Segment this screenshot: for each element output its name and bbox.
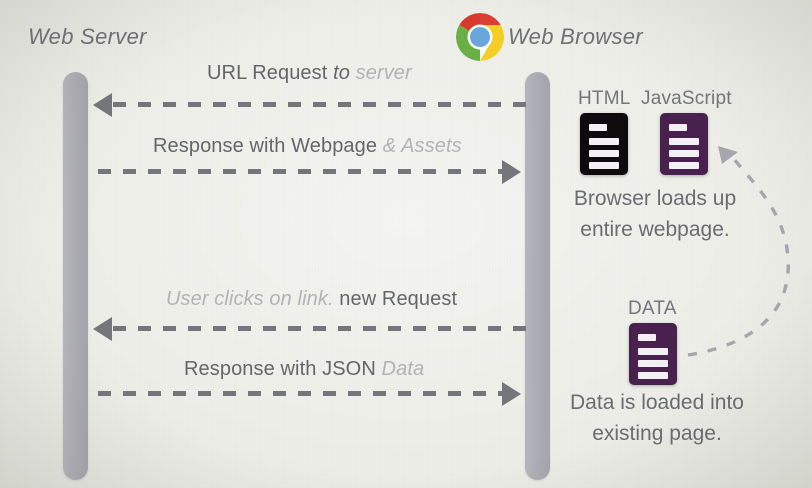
note-browser-loads: Browser loads up entire webpage. <box>560 183 750 245</box>
arrow-line-message-1 <box>113 102 528 107</box>
message-label-3: User clicks on link. new Request <box>166 288 457 311</box>
html-icon-bar-2 <box>589 138 619 145</box>
data-to-page-curved-arrow <box>687 146 790 357</box>
arrow-line-message-2 <box>98 169 502 174</box>
lifeline-web-server <box>63 72 88 480</box>
chrome-logo-icon <box>456 13 504 61</box>
html-icon-bar-3 <box>589 150 619 157</box>
curved-arrow-head <box>718 146 738 164</box>
html-file-icon <box>580 113 628 175</box>
message-4-part-1: Response with JSON <box>184 358 382 380</box>
note-browser-loads-line-1: Browser loads up <box>573 187 737 210</box>
js-icon-bar-2 <box>669 138 699 145</box>
actor-label-web-browser: Web Browser <box>508 24 643 49</box>
artifact-caption-html: HTML <box>578 88 631 109</box>
arrowhead-message-1 <box>93 93 112 117</box>
html-icon-bar-1 <box>589 124 607 131</box>
message-1-part-2: to <box>333 62 356 84</box>
arrowhead-message-3 <box>93 317 112 341</box>
message-label-2: Response with Webpage & Assets <box>153 135 462 158</box>
arrowhead-message-4 <box>502 382 521 406</box>
js-icon-bar-3 <box>669 150 699 157</box>
message-4-part-2: Data <box>381 358 425 380</box>
note-data-loaded-line-1: Data is loaded into <box>570 391 744 414</box>
artifact-caption-data: DATA <box>628 298 677 319</box>
message-3-part-1: User clicks on link. <box>166 288 340 310</box>
javascript-file-icon <box>660 113 708 175</box>
arrow-line-message-4 <box>98 391 502 396</box>
data-icon-bar-4 <box>638 372 668 379</box>
message-2-part-2: & Assets <box>382 135 462 157</box>
note-data-loaded: Data is loaded into existing page. <box>552 387 762 449</box>
data-icon-bar-3 <box>638 360 668 367</box>
actor-label-web-server: Web Server <box>28 24 147 49</box>
message-1-part-1: URL Request <box>207 62 334 84</box>
js-icon-bar-1 <box>669 124 687 131</box>
message-1-part-3: server <box>355 62 412 84</box>
message-2-part-1: Response with Webpage <box>153 135 383 157</box>
note-browser-loads-line-2: entire webpage. <box>580 218 730 241</box>
message-3-part-2: new Request <box>339 288 458 310</box>
data-icon-bar-2 <box>638 348 668 355</box>
message-label-1: URL Request to server <box>207 62 412 85</box>
artifact-caption-javascript: JavaScript <box>641 88 732 109</box>
data-file-icon <box>629 323 677 385</box>
html-icon-bar-4 <box>589 162 619 169</box>
js-icon-bar-4 <box>669 162 699 169</box>
curved-dashed-path <box>687 156 790 357</box>
arrowhead-message-2 <box>502 160 521 184</box>
arrow-line-message-3 <box>113 326 528 331</box>
lifeline-web-browser <box>525 72 550 480</box>
message-label-4: Response with JSON Data <box>184 358 424 381</box>
data-icon-bar-1 <box>638 334 656 341</box>
note-data-loaded-line-2: existing page. <box>592 422 722 445</box>
